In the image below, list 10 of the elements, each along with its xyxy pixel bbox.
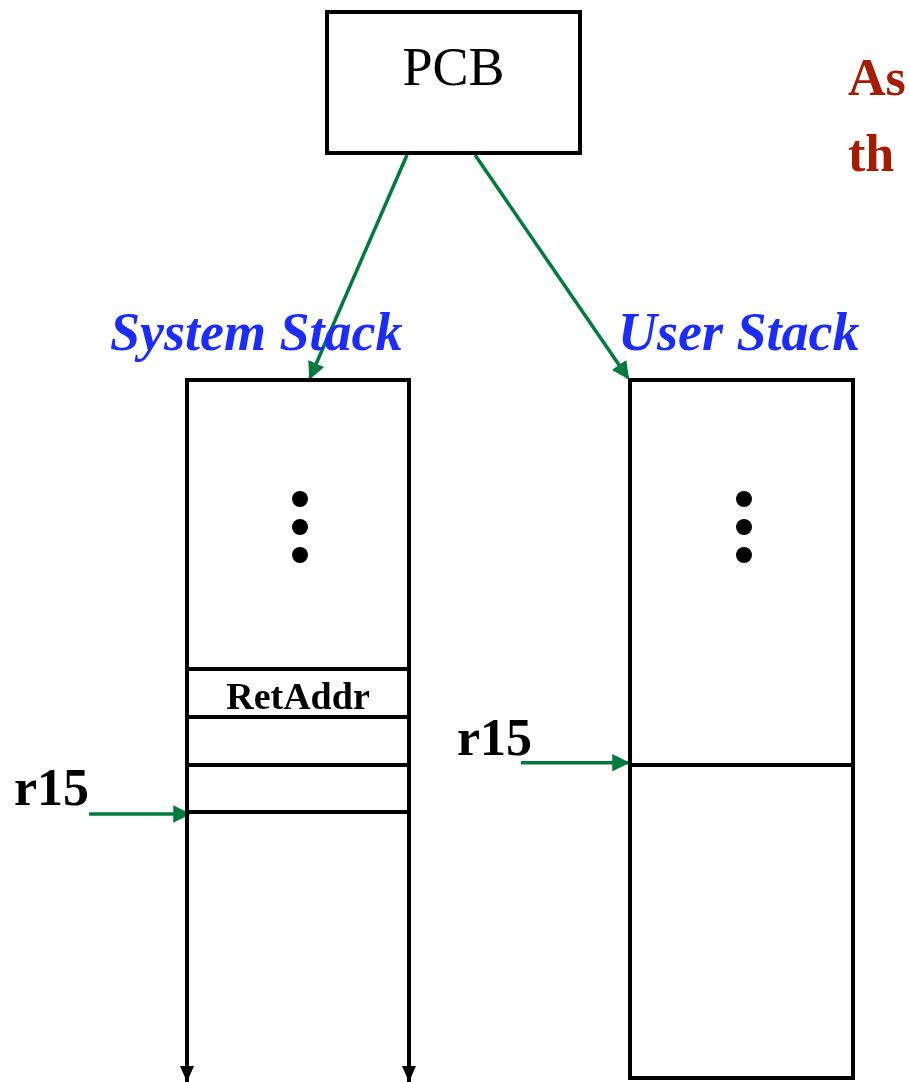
retaddr-slot: RetAddr (189, 667, 407, 719)
register-label: r15 (14, 762, 90, 814)
arrow (473, 154, 630, 380)
arrow (520, 753, 630, 772)
note-text: th (848, 128, 895, 180)
note-text: As (848, 52, 906, 104)
arrow (89, 805, 191, 823)
stack-title: User Stack (618, 305, 860, 359)
pcb-box: PCB (325, 10, 582, 155)
register-label: r15 (457, 712, 533, 764)
